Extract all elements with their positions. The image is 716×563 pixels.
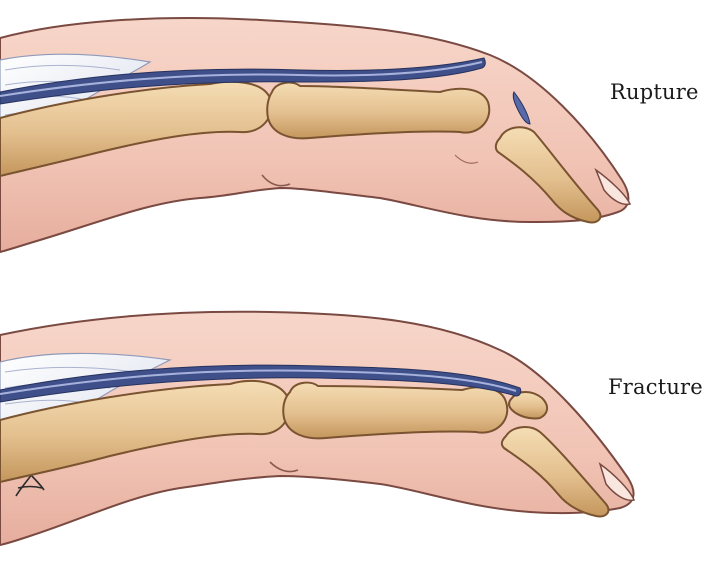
middle-phalanx	[267, 83, 489, 139]
finger-fracture	[0, 312, 634, 545]
fracture-label: Fracture	[608, 375, 703, 399]
rupture-label: Rupture	[610, 80, 699, 104]
middle-phalanx	[283, 383, 507, 439]
finger-rupture	[0, 18, 630, 252]
